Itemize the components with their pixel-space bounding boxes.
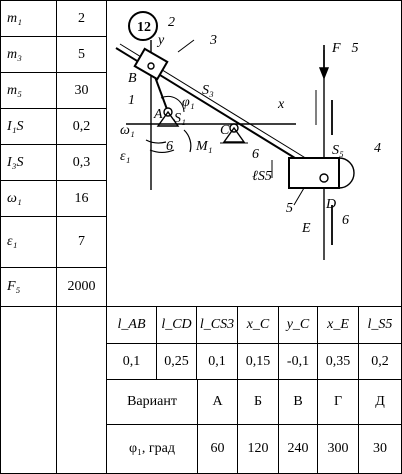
param-name: ε₁ [0,216,57,268]
param-value: 7 [56,216,107,268]
label-s3: S₃ [202,83,214,98]
phi-value: 120 [237,424,279,474]
param-name: I₃S [0,144,57,181]
slider-4-round [338,157,355,189]
param-name: m₁ [0,0,57,37]
dim-header: l_CD [156,306,197,344]
label-d: D [325,197,336,212]
phi-value: 240 [278,424,318,474]
label-f5: F⃗5 [331,41,358,56]
label-5: 5 [286,201,293,216]
joint-d [319,173,329,183]
label-x: x [277,97,285,112]
dim-value: 0,35 [317,343,359,380]
support-c [222,126,246,143]
label-s5: S₅ [332,143,344,158]
dim-header: y_C [278,306,318,344]
variant-letter: А [197,379,238,425]
variant-letter: В [278,379,318,425]
label-4: 4 [374,141,381,156]
label-y: y [156,33,165,48]
leader-5 [293,187,305,206]
label-e: E [301,221,311,236]
phi-label: φ₁, град [106,424,198,474]
param-value: 16 [56,180,107,217]
label-b: B [128,71,137,86]
empty-cell [56,306,107,474]
omega1-arc [145,139,167,144]
dim-header: x_E [317,306,359,344]
param-value: 2000 [56,267,107,307]
variant-letter: Д [358,379,402,425]
param-name: F₅ [0,267,57,307]
dim-value: 0,1 [106,343,157,380]
param-name: ω₁ [0,180,57,217]
label-eps1: ε₁ [120,149,130,164]
force-f5-arrowhead [318,67,330,80]
label-s1: S₁ [174,111,186,126]
moment-m1-arc [183,129,192,153]
label-phi1: φ₁ [182,95,195,110]
dim-value: 0,2 [358,343,402,380]
dim-value: -0,1 [278,343,318,380]
dim-value: 0,1 [196,343,238,380]
dim-header: l_AB [106,306,157,344]
label-ls5: ℓS5 [252,169,272,184]
slider-block-4 [288,157,340,189]
param-name: m₅ [0,72,57,109]
phi-value: 300 [317,424,359,474]
variant-label: Вариант [106,379,198,425]
eps1-arc [149,149,175,153]
param-value: 0,3 [56,144,107,181]
label-2: 2 [168,15,175,30]
label-6c: 6 [342,213,349,228]
dim-header: l_CS3 [196,306,238,344]
label-m1: M₁ [195,139,213,154]
dim-header: x_C [237,306,279,344]
mechanism-diagram: 12 2 y 3 B S₃ 1 φ₁ x A S₁ ω₁ C 6 M₁ ε₁ 6… [115,11,381,260]
label-c: C [220,123,230,138]
label-a: A [153,107,163,122]
angle-phi1-arc [160,95,185,113]
problem-number-circle [128,11,158,41]
label-3: 3 [209,33,217,48]
dim-header: l_S5 [358,306,402,344]
label-6b: 6 [252,147,259,162]
param-name: I₁S [0,108,57,145]
phi-value: 30 [358,424,402,474]
param-value: 0,2 [56,108,107,145]
dim-value: 0,25 [156,343,197,380]
label-6a: 6 [166,139,173,154]
support-a [156,110,180,127]
dim-value: 0,15 [237,343,279,380]
empty-cell [0,306,57,474]
joint-b [147,62,155,70]
param-value: 30 [56,72,107,109]
phi-value: 60 [197,424,238,474]
label-omega1: ω₁ [120,123,135,138]
param-name: m₃ [0,36,57,73]
problem-number: 12 [137,20,151,35]
variant-letter: Г [317,379,359,425]
param-value: 5 [56,36,107,73]
variant-letter: Б [237,379,279,425]
label-1: 1 [128,93,135,108]
leader-3 [177,39,195,53]
param-value: 2 [56,0,107,37]
